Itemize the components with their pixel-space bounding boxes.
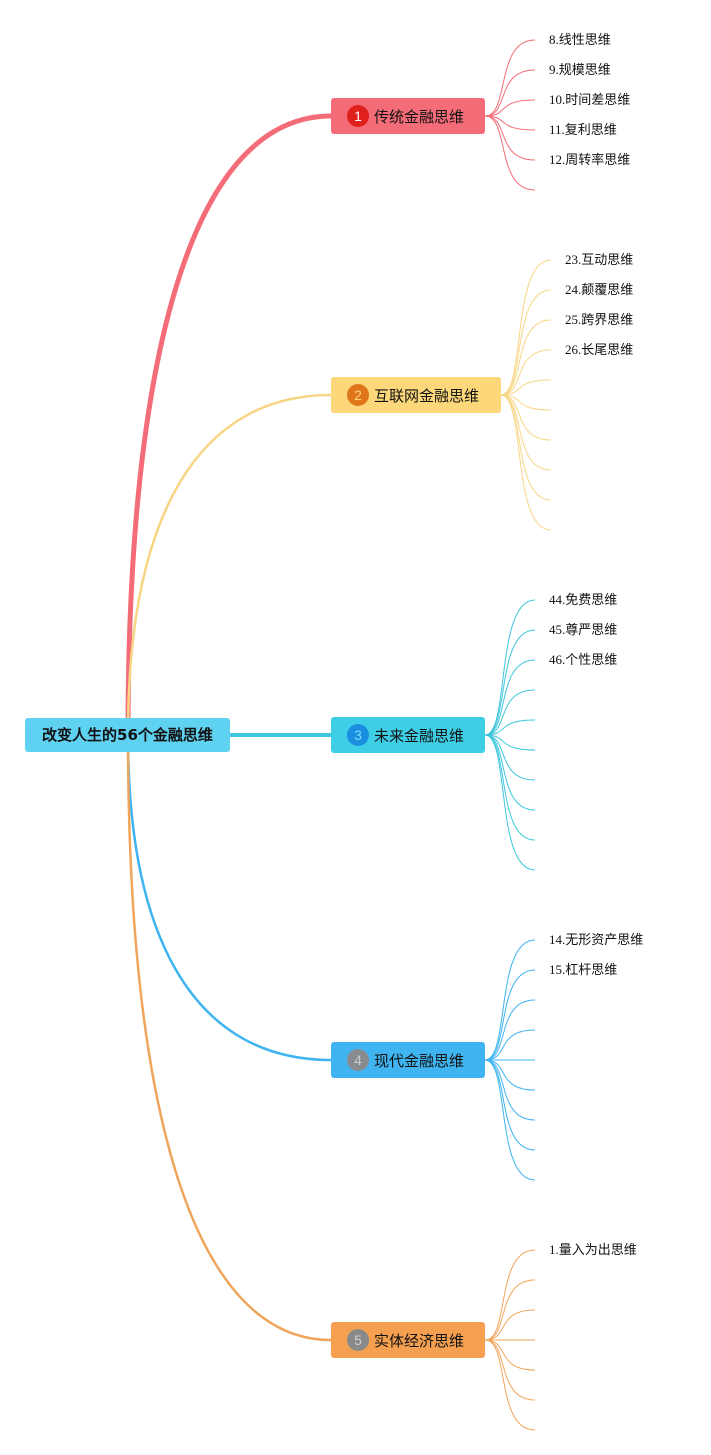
leaf-connector [484, 969, 536, 1061]
root-node[interactable]: 改变人生的56个金融思维 [25, 718, 230, 752]
branch-label: 传统金融思维 [374, 107, 465, 126]
leaf-node[interactable]: 14.无形资产思维 [549, 932, 644, 947]
leaf-connector [500, 319, 552, 396]
leaf-node[interactable]: 8.线性思维 [549, 32, 611, 47]
number-badge-icon: 2 [347, 384, 369, 406]
leaf-connector [484, 689, 536, 736]
leaf-connector [484, 115, 536, 161]
leaf-node[interactable]: 44.免费思维 [549, 592, 618, 607]
leaf-node[interactable]: 24.颠覆思维 [565, 282, 634, 297]
leaf-connector [484, 1339, 536, 1371]
connector-b2 [126, 393, 333, 737]
leaf-connector [484, 1059, 536, 1181]
leaf-connector [484, 659, 536, 736]
leaf-connector [484, 1249, 536, 1341]
leaf-node[interactable]: 12.周转率思维 [549, 152, 631, 167]
branch-label: 互联网金融思维 [374, 386, 480, 405]
number-badge-icon: 4 [347, 1049, 369, 1071]
leaf-node[interactable]: 46.个性思维 [549, 652, 618, 667]
leaf-node[interactable]: 10.时间差思维 [549, 92, 631, 107]
leaf-connector [484, 99, 536, 117]
branch-label: 实体经济思维 [374, 1331, 465, 1350]
number-badge-icon: 1 [347, 105, 369, 127]
leaf-connector [500, 259, 552, 396]
connector-b5 [126, 733, 333, 1342]
leaf-connector [484, 1029, 536, 1061]
leaf-connector [484, 734, 536, 781]
leaf-connector [484, 999, 536, 1061]
connector-b4 [126, 733, 333, 1062]
leaf-connector [484, 939, 536, 1061]
number-badge-icon: 5 [347, 1329, 369, 1351]
leaf-connector [484, 1279, 536, 1341]
connector-b1 [125, 113, 334, 738]
leaf-connector [500, 394, 552, 411]
leaf-node[interactable]: 1.量入为出思维 [549, 1242, 637, 1257]
branch-node-b3[interactable]: 3 未来金融思维 [331, 717, 485, 753]
branch-node-b5[interactable]: 5 实体经济思维 [331, 1322, 485, 1358]
leaf-connector [500, 394, 552, 441]
leaf-connector [484, 69, 536, 117]
leaf-node[interactable]: 45.尊严思维 [549, 622, 618, 637]
leaf-connector [484, 629, 536, 736]
leaf-connector [500, 394, 552, 501]
leaf-connector [484, 1309, 536, 1341]
leaf-connector [500, 379, 552, 396]
leaf-node[interactable]: 9.规模思维 [549, 62, 611, 77]
leaf-node[interactable]: 26.长尾思维 [565, 342, 634, 357]
leaf-connector [484, 1059, 536, 1121]
branch-node-b4[interactable]: 4 现代金融思维 [331, 1042, 485, 1078]
leaf-connector [484, 1339, 536, 1431]
leaf-connector [484, 1059, 536, 1091]
leaf-connector [500, 394, 552, 531]
leaf-node[interactable]: 15.杠杆思维 [549, 962, 618, 977]
leaf-connector [484, 734, 536, 751]
leaf-connector [500, 289, 552, 396]
leaf-node[interactable]: 11.复利思维 [549, 122, 617, 137]
branch-label: 现代金融思维 [374, 1051, 465, 1070]
number-badge-icon: 3 [347, 724, 369, 746]
leaf-connector [500, 349, 552, 396]
leaf-connector [484, 39, 536, 117]
leaf-connector [484, 115, 536, 191]
branch-label: 未来金融思维 [374, 726, 465, 745]
leaf-connector [484, 115, 536, 131]
leaf-node[interactable]: 25.跨界思维 [565, 312, 634, 327]
leaf-connector [484, 1339, 536, 1401]
leaf-connector [484, 599, 536, 736]
leaf-connector [484, 719, 536, 736]
leaf-connector [484, 734, 536, 841]
leaf-node[interactable]: 23.互动思维 [565, 252, 634, 267]
branch-node-b1[interactable]: 1 传统金融思维 [331, 98, 485, 134]
leaf-connector [484, 734, 536, 871]
branch-node-b2[interactable]: 2 互联网金融思维 [331, 377, 501, 413]
